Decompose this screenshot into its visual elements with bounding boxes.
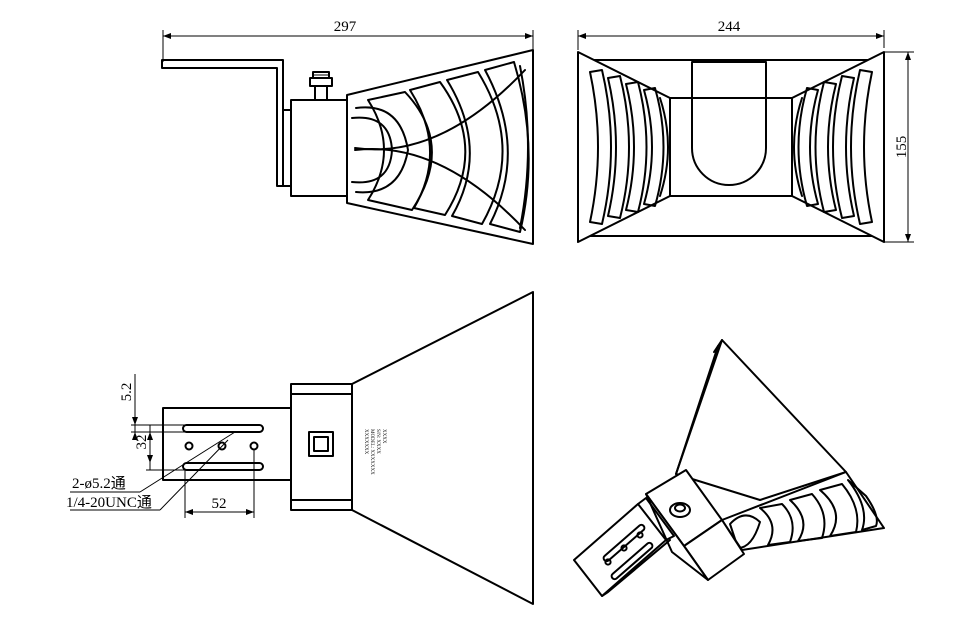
- front-left-ribs: [589, 69, 669, 225]
- dimension-label-32: 32: [134, 435, 150, 450]
- threaded-hole: [249, 441, 259, 451]
- top-feed-body: [290, 383, 353, 511]
- through-hole-1: [184, 441, 194, 451]
- iso-horn-face: [675, 339, 847, 501]
- front-view: 244 155: [577, 19, 914, 243]
- iso-horn-ribs: [729, 479, 878, 549]
- iso-connector: [669, 502, 691, 518]
- dimension-label-244: 244: [718, 19, 741, 35]
- horn-ribs: [351, 61, 530, 233]
- bracket-slot-upper: [182, 424, 264, 433]
- nameplate: XXXXXXX MODEL: XXXXXXX S/N: XXXX XXXX: [363, 429, 386, 475]
- front-connector-slot: [691, 61, 767, 186]
- bracket-slot-lower: [182, 462, 264, 471]
- dimension-label-155: 155: [894, 136, 910, 159]
- front-center-block: [669, 97, 793, 197]
- hole-callout-leaders: [70, 431, 236, 511]
- dimension-244: 244: [577, 19, 885, 50]
- isometric-view: [573, 339, 885, 597]
- top-bracket-plate: [162, 407, 292, 481]
- dimension-155: 155: [884, 51, 914, 243]
- top-view: XXXXXXX MODEL: XXXXXXX S/N: XXXX XXXX 5.…: [66, 291, 534, 605]
- dimension-5-2: 5.2: [119, 374, 186, 440]
- dimension-label-52: 52: [212, 496, 227, 512]
- dimension-297: 297: [162, 19, 534, 62]
- feed-body: [290, 99, 348, 197]
- dimension-32: 32: [134, 425, 186, 471]
- dimension-label-5-2: 5.2: [119, 383, 135, 402]
- nameplate-line-4: XXXX: [381, 429, 386, 444]
- through-hole-2: [217, 441, 227, 451]
- side-view: 297: [161, 19, 534, 245]
- dimension-label-297: 297: [334, 19, 357, 35]
- callout-through-holes: 2-ø5.2通: [72, 475, 126, 492]
- nameplate-line-2: MODEL: XXXXXXX: [369, 429, 374, 475]
- mounting-bracket: [161, 59, 284, 187]
- top-connector: [308, 431, 334, 457]
- dimension-52: 52: [184, 450, 255, 518]
- front-right-ribs: [793, 69, 873, 225]
- nameplate-line-3: S/N: XXXX: [375, 429, 380, 454]
- nameplate-line-1: XXXXXXX: [363, 429, 368, 455]
- callout-threaded-holes: 1/4-20UNC通: [66, 494, 152, 511]
- n-type-connector: [309, 71, 333, 101]
- horn-outline: [346, 49, 534, 245]
